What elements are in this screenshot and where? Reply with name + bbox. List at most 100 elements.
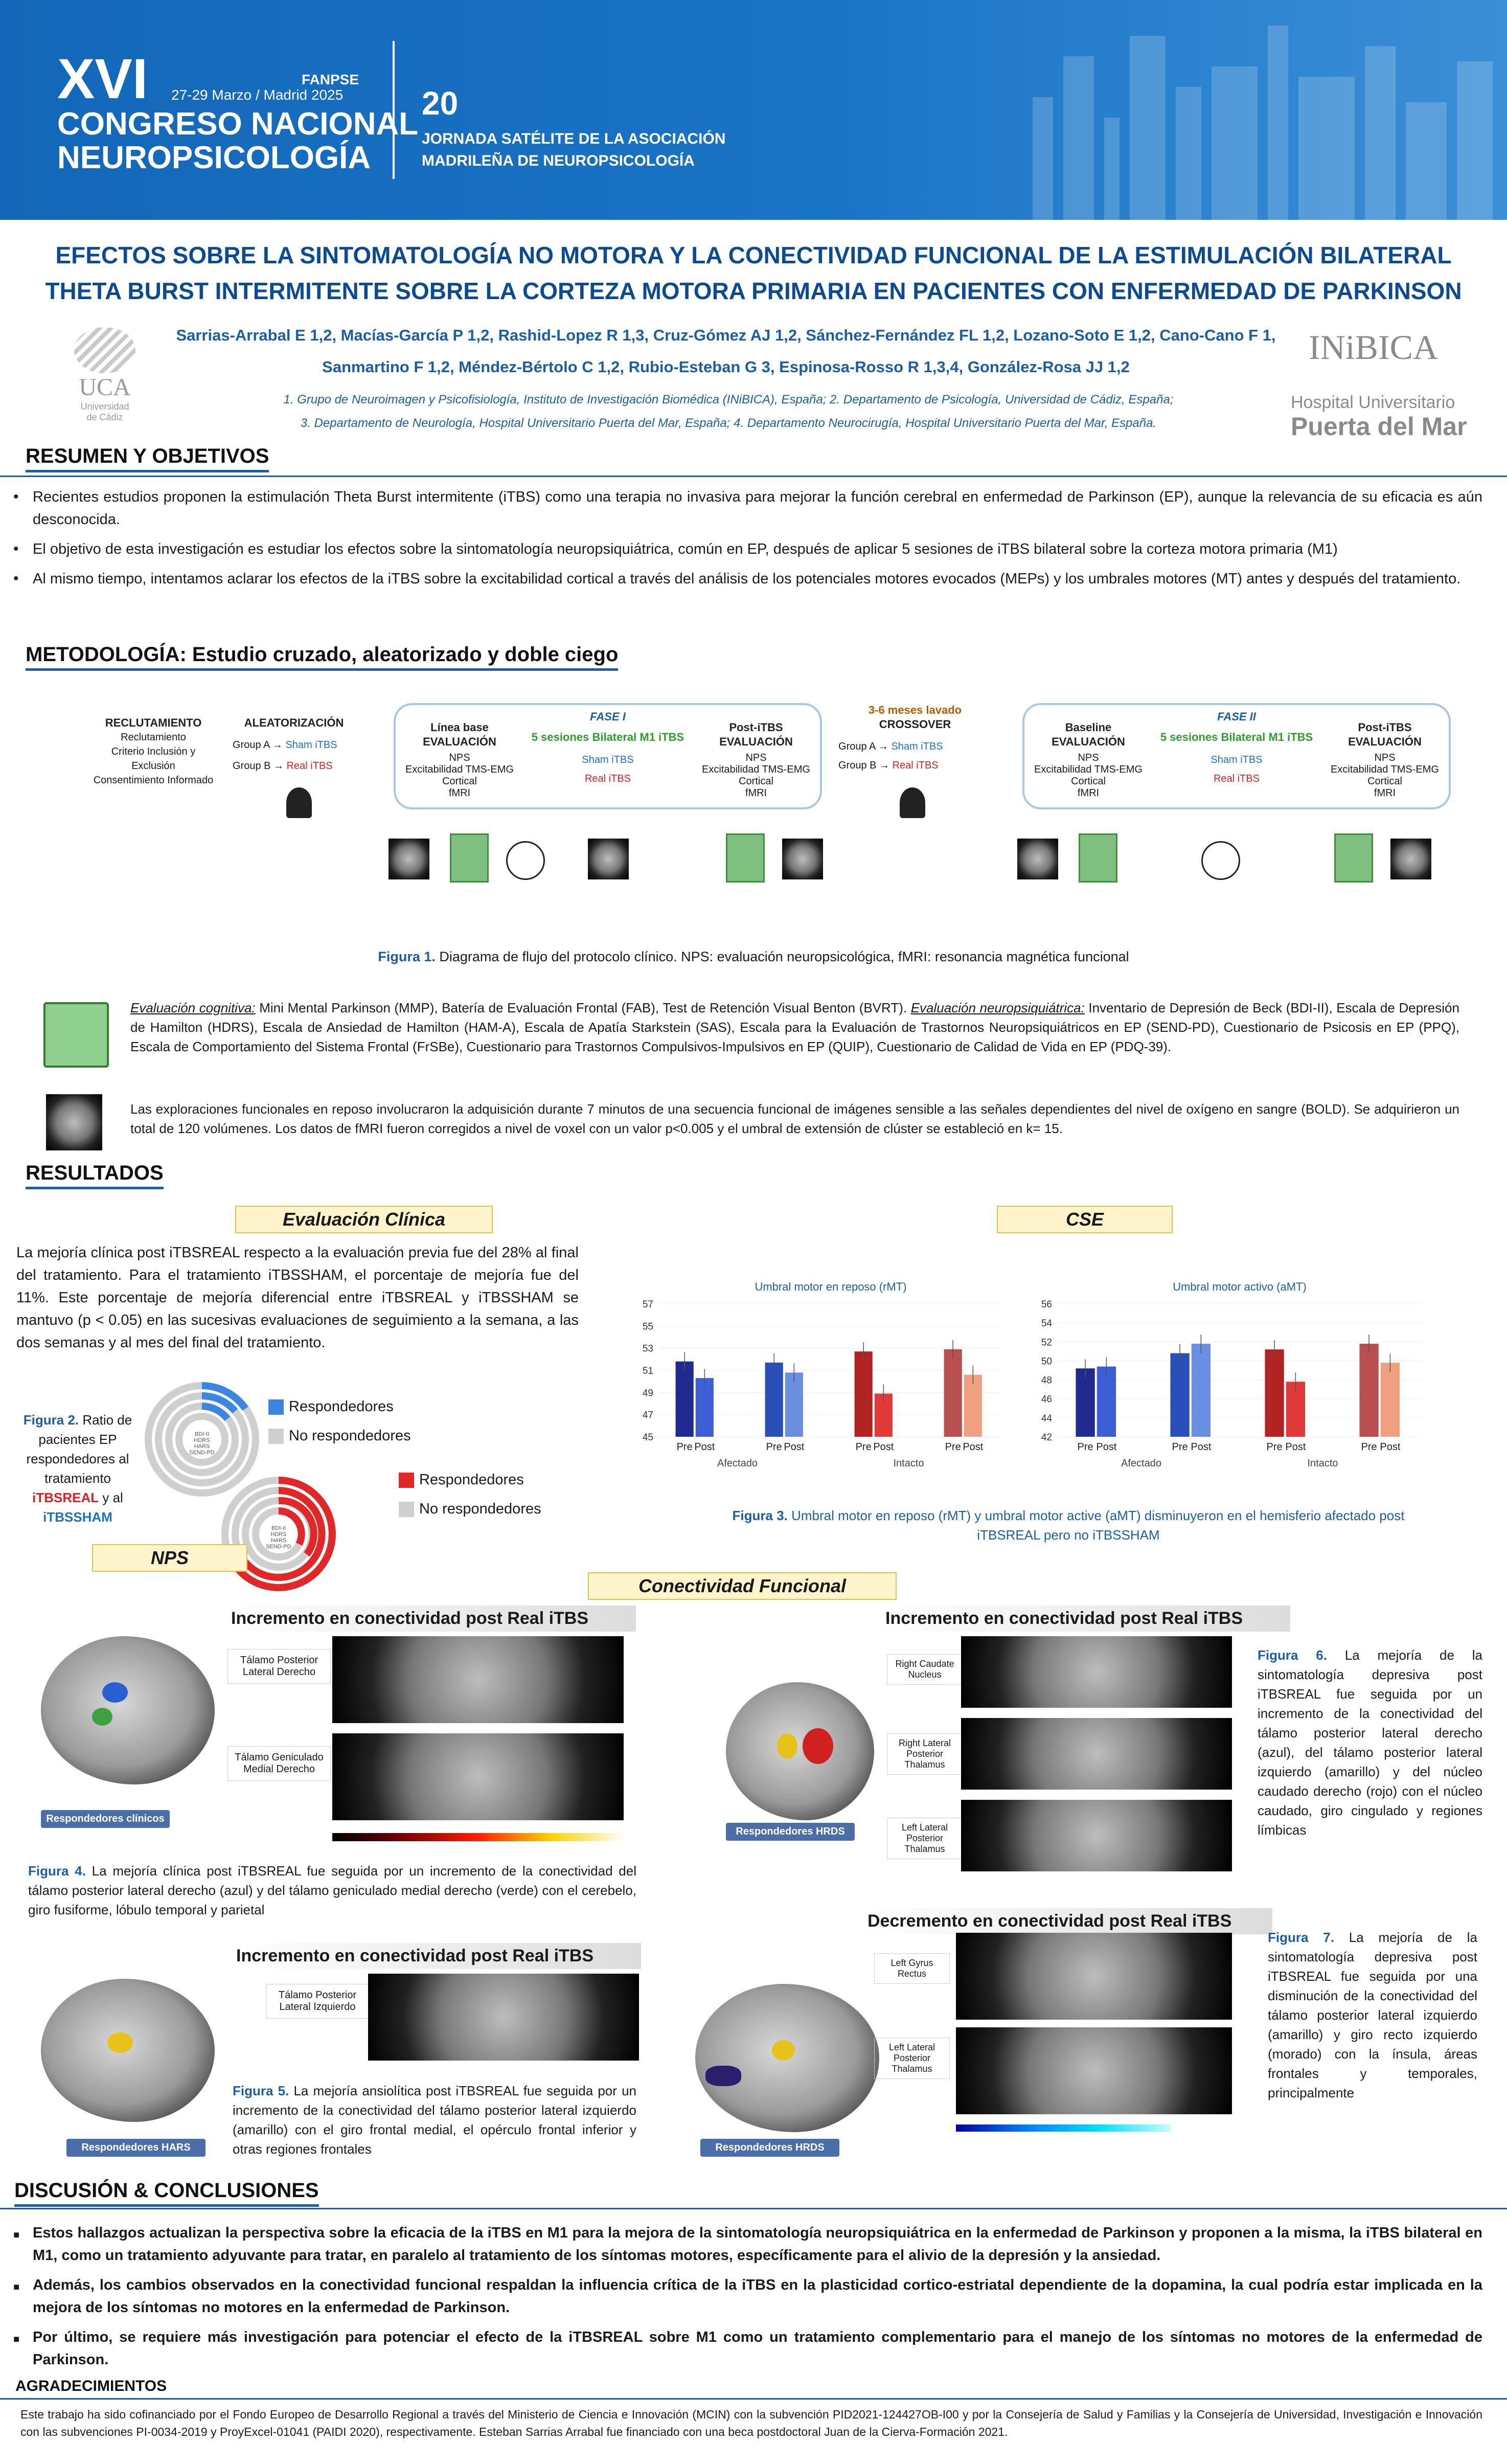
y-tick-label: 49 bbox=[643, 1388, 653, 1398]
questionnaire-icon bbox=[1079, 833, 1117, 883]
colorbar-fig7 bbox=[956, 2124, 1171, 2132]
uca-logo: UCA Universidad de Cádiz bbox=[61, 327, 148, 424]
bar bbox=[1076, 1368, 1095, 1437]
flow-crossover: 3-6 meses lavado CROSSOVER Group A → Sha… bbox=[838, 704, 962, 771]
legend-real-nonresponders: No respondedores bbox=[399, 1501, 541, 1518]
header-divider bbox=[393, 41, 395, 179]
edition-number: XVI bbox=[57, 48, 148, 110]
brain-slices-fig5 bbox=[368, 1974, 639, 2061]
fig5-title: Incremento en conectividad post Real iTB… bbox=[230, 1943, 641, 1969]
connectivity-tag: Conectividad Funcional bbox=[588, 1572, 897, 1600]
figure4-caption: Figura 4. La mejoría clínica post iTBSRE… bbox=[28, 1863, 636, 1917]
roi-yellow-fig6 bbox=[777, 1733, 797, 1759]
figure5-caption: Figura 5. La mejoría ansiolítica post iT… bbox=[233, 2083, 636, 2157]
y-tick-label: 56 bbox=[1041, 1299, 1052, 1310]
roi-blue bbox=[102, 1682, 128, 1703]
bar bbox=[1380, 1363, 1400, 1437]
svg-text:HDRS: HDRS bbox=[194, 1437, 210, 1443]
conclusion-3: Por último, se requiere más investigació… bbox=[10, 2326, 1482, 2371]
roi-label-fig6-1: Right Caudate Nucleus bbox=[887, 1654, 963, 1685]
roi-green bbox=[92, 1708, 112, 1726]
fig6-title: Incremento en conectividad post Real iTB… bbox=[879, 1606, 1290, 1632]
colorbar-fig4 bbox=[332, 1833, 624, 1841]
resp-hars-label: Respondedores HARS bbox=[66, 2139, 206, 2157]
roi-label-fig7-2: Left Lateral Posterior Thalamus bbox=[874, 2038, 950, 2079]
mri-thumbnail bbox=[782, 839, 823, 879]
roi-label-fig6-2: Right Lateral Posterior Thalamus bbox=[887, 1733, 963, 1775]
chart-title: Umbral motor en reposo (rMT) bbox=[755, 1280, 906, 1293]
x-tick-label: Pre bbox=[1361, 1441, 1377, 1453]
roi-yellow bbox=[107, 2032, 133, 2053]
flow-recruitment: RECLUTAMIENTO Reclutamiento Criterio Inc… bbox=[93, 716, 214, 786]
svg-text:HDRS: HDRS bbox=[270, 1531, 286, 1538]
roi-label-fig6-3: Left Lateral Posterior Thalamus bbox=[887, 1818, 963, 1859]
figure2-donut-charts: BDI-II HDRS HARS SEND-PD BDI-II HDRS HAR… bbox=[145, 1382, 336, 1591]
coronal-brain-fig6 bbox=[726, 1682, 874, 1820]
bar bbox=[695, 1378, 714, 1437]
svg-text:HARS: HARS bbox=[194, 1443, 210, 1450]
x-tick-label: Post bbox=[1285, 1441, 1306, 1453]
brain-slices-fig6-3 bbox=[961, 1800, 1232, 1871]
tms-coil-icon bbox=[506, 841, 545, 880]
y-tick-label: 50 bbox=[1041, 1356, 1052, 1367]
svg-text:SEND-PD: SEND-PD bbox=[189, 1450, 215, 1456]
fig7-title: Decremento en conectividad post Real iTB… bbox=[861, 1908, 1272, 1934]
y-tick-label: 55 bbox=[643, 1321, 653, 1332]
section-resumen: RESUMEN Y OBJETIVOS bbox=[26, 445, 269, 472]
y-tick-label: 46 bbox=[1041, 1394, 1052, 1405]
y-tick-label: 52 bbox=[1041, 1337, 1052, 1348]
legend-sham-nonresponders: No respondedores bbox=[268, 1428, 411, 1444]
y-tick-label: 53 bbox=[643, 1344, 653, 1354]
roi-yellow-fig7 bbox=[772, 2040, 795, 2061]
section-resultados: RESULTADOS bbox=[26, 1162, 164, 1189]
authors-line2: Sanmartino F 1,2, Méndez-Bértolo C 1,2, … bbox=[322, 358, 1130, 376]
bar bbox=[964, 1374, 982, 1437]
y-tick-label: 57 bbox=[643, 1299, 653, 1310]
bar bbox=[765, 1362, 783, 1437]
patient-icon bbox=[286, 787, 312, 818]
flow-randomization: ALEATORIZACIÓN Group A → Sham iTBS Group… bbox=[233, 716, 344, 772]
sagittal-brain-fig4 bbox=[41, 1636, 215, 1784]
affiliations-line2: 3. Departamento de Neurología, Hospital … bbox=[300, 416, 1157, 430]
mri-thumbnail bbox=[588, 839, 629, 879]
chart-title: Umbral motor activo (aMT) bbox=[1173, 1280, 1307, 1293]
bar bbox=[1359, 1344, 1379, 1437]
x-tick-label: Post bbox=[784, 1441, 804, 1453]
real-rings bbox=[221, 1477, 336, 1591]
questionnaire-icon-large bbox=[43, 1002, 109, 1068]
figure7-caption: Figura 7. La mejoría de la sintomatologí… bbox=[1268, 1930, 1477, 2100]
bar bbox=[1170, 1353, 1190, 1437]
y-tick-label: 44 bbox=[1041, 1413, 1053, 1424]
x-tick-label: Post bbox=[694, 1441, 715, 1453]
questionnaire-icon bbox=[726, 833, 765, 883]
brain-slices-fig6-1 bbox=[961, 1636, 1232, 1708]
x-tick-label: Post bbox=[1191, 1441, 1211, 1453]
y-tick-label: 42 bbox=[1041, 1432, 1052, 1443]
questionnaire-icon bbox=[1334, 833, 1373, 883]
amt-bar-chart: Umbral motor activo (aMT)424446485052545… bbox=[1041, 1280, 1421, 1469]
figure2-caption: Figura 2. Ratio de pacientes EP responde… bbox=[23, 1412, 132, 1525]
section-metodologia: METODOLOGÍA: Estudio cruzado, aleatoriza… bbox=[26, 643, 619, 671]
mri-thumbnail bbox=[389, 839, 429, 879]
poster-title-line1: EFECTOS SOBRE LA SINTOMATOLOGÍA NO MOTOR… bbox=[55, 242, 1452, 268]
brain-slices-fig7-1 bbox=[956, 1933, 1232, 2020]
figure6-caption: Figura 6. La mejoría de la sintomatologí… bbox=[1258, 1647, 1482, 1838]
conclusions-list: Estos hallazgos actualizan la perspectiv… bbox=[10, 2222, 1482, 2378]
methods-fmri: Las exploraciones funcionales en reposo … bbox=[130, 1101, 1459, 1136]
section-agradecimientos: AGRADECIMIENTOS bbox=[15, 2378, 167, 2394]
y-tick-label: 45 bbox=[643, 1432, 653, 1443]
resumen-bullet-3: Al mismo tiempo, intentamos aclarar los … bbox=[10, 568, 1482, 590]
y-tick-label: 47 bbox=[643, 1410, 653, 1421]
x-tick-label: Pre bbox=[945, 1441, 961, 1453]
svg-text:SEND-PD: SEND-PD bbox=[266, 1544, 291, 1550]
svg-text:BDI-II: BDI-II bbox=[271, 1525, 286, 1531]
mri-thumbnail bbox=[1017, 839, 1058, 879]
bar bbox=[854, 1351, 873, 1437]
y-tick-label: 48 bbox=[1041, 1375, 1052, 1386]
resp-clinicos-label: Respondedores clínicos bbox=[41, 1810, 170, 1828]
congress-dates: 27-29 Marzo / Madrid 2025 bbox=[171, 87, 344, 103]
group-label: Afectado bbox=[717, 1458, 758, 1469]
resp-hrds-label-fig7: Respondedores HRDS bbox=[700, 2139, 839, 2157]
brain-slices-fig7-2 bbox=[956, 2027, 1232, 2114]
inibica-logo: INiBICA bbox=[1309, 328, 1438, 367]
